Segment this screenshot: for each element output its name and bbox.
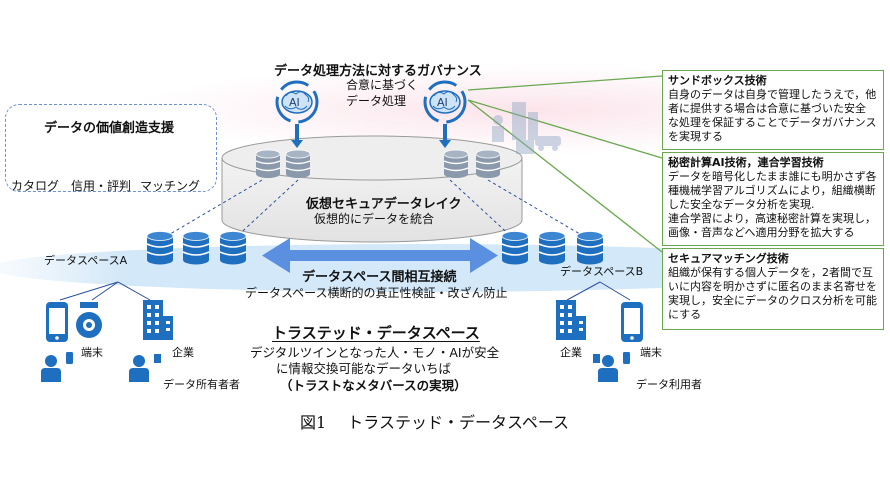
connector-lines: [467, 75, 663, 253]
tech-box-line: 自身のデータは自身で管理したうえで，他: [668, 88, 877, 101]
database-icon: [182, 230, 210, 266]
database-icon: [501, 230, 529, 266]
trusted-line2: に情報交換可能なデータいちば: [276, 361, 452, 376]
ai-label: AI: [437, 96, 448, 109]
tech-box-line: データを暗号化したまま誰にも明かさず各: [668, 170, 877, 183]
tech-box-line: いに内容を明かさずに匿名のまま名寄せを: [668, 280, 877, 293]
interconnect-subtitle: データスペース横断的の真正性検証・改ざん防止: [245, 286, 508, 300]
tech-box-line: 連合学習により，高速秘密計算を実現し，: [668, 212, 877, 225]
trusted-line1: デジタルツインとなった人・モノ・AIが安全: [250, 345, 500, 360]
ai-label: AI: [289, 96, 300, 109]
tech-box-line: な処理を保証することでデータガバナンス: [668, 116, 877, 129]
tech-box-secure-computation: 秘密計算AI技術，連合学習技術 データを暗号化したまま誰にも明かさず各 種機械学…: [662, 152, 884, 246]
company-label: 企業: [172, 346, 194, 359]
person-icon: [41, 355, 61, 382]
tech-box-title: 秘密計算AI技術，連合学習技術: [668, 156, 824, 169]
right-actor-lines: [566, 281, 631, 301]
database-icon: [538, 230, 566, 266]
database-icon: [146, 230, 174, 266]
ai-down-arrows: [295, 124, 447, 140]
tech-box-line: 組織が保有する個人データを，2者間で互: [668, 266, 873, 279]
governance-line2: データ処理: [346, 94, 407, 108]
figure-caption: 図1 トラステッド・データスペース: [300, 413, 570, 432]
governance-line1: 合意に基づく: [346, 78, 419, 92]
database-icon: [576, 230, 604, 266]
tech-box-line: にする: [668, 308, 702, 321]
dataspace-a-label: データスペースA: [44, 254, 128, 267]
credit-reputation-label: 信用・評判: [71, 179, 132, 193]
mini-building-icon: [154, 354, 161, 363]
building-icon: [556, 300, 586, 340]
tech-box-sandbox: サンドボックス技術 自身のデータは自身で管理したうえで，他 者に提供する場合は合…: [662, 70, 884, 150]
data-owner-label: データ所有者者: [163, 378, 240, 391]
tech-box-line: を実現する: [668, 130, 723, 143]
camera-icon: [76, 302, 102, 338]
tech-box-line: 実現し，安全にデータのクロス分析を可能: [668, 294, 877, 307]
catalog-label: カタログ: [11, 179, 60, 193]
interconnect-title: データスペース間相互接続: [302, 270, 457, 285]
mini-building-icon: [593, 354, 600, 363]
tech-box-secure-matching: セキュアマッチング技術 組織が保有する個人データを，2者間で互 いに内容を明かさ…: [662, 248, 884, 330]
lake-title: 仮想セキュアデータレイク: [306, 197, 462, 212]
database-icon: [255, 149, 281, 179]
lake-links: [159, 179, 591, 241]
interconnect-arrow: [262, 238, 498, 273]
database-icon: [285, 149, 311, 179]
left-actor-lines: [59, 281, 151, 301]
tech-box-line: 者に提供する場合は合意に基づいた安全: [668, 102, 866, 115]
database-icon: [475, 149, 501, 179]
value-support-panel: [5, 104, 217, 192]
terminal-label: 端末: [640, 346, 662, 359]
data-user-label: データ利用者: [636, 378, 702, 391]
tech-box-line: 画像・音声などへ適用分野を拡大する: [668, 226, 855, 239]
trusted-title: トラステッド・データスペース: [272, 324, 480, 342]
person-icon: [598, 355, 618, 382]
mini-phone-icon: [66, 352, 73, 364]
value-support-title: データの価値創造支援: [44, 121, 175, 136]
tech-box-line: した安全なデータ分析を実現.: [668, 198, 815, 211]
tech-box-title: セキュアマッチング技術: [668, 252, 789, 265]
matching-label: マッチング: [140, 179, 201, 193]
company-label: 企業: [560, 346, 582, 359]
lake-subtitle: 仮想的にデータを統合: [314, 212, 435, 226]
tech-box-title: サンドボックス技術: [668, 74, 767, 87]
governance-title: データ処理方法に対するガバナンス: [274, 64, 482, 79]
database-icon: [443, 149, 469, 179]
trusted-line3: （トラストなメタバースの実現）: [280, 378, 467, 393]
mini-phone-icon: [623, 352, 630, 364]
terminal-label: 端末: [81, 346, 103, 359]
dataspace-band: [0, 244, 850, 292]
tech-box-line: 種機械学習アルゴリズムにより，組織横断: [668, 184, 876, 197]
database-icon: [219, 230, 247, 266]
person-icon: [129, 355, 149, 382]
building-icon: [143, 300, 173, 340]
phone-icon: [46, 302, 68, 342]
city-icon: [492, 102, 561, 154]
dataspace-b-label: データスペースB: [560, 265, 644, 278]
phone-icon: [621, 302, 643, 342]
